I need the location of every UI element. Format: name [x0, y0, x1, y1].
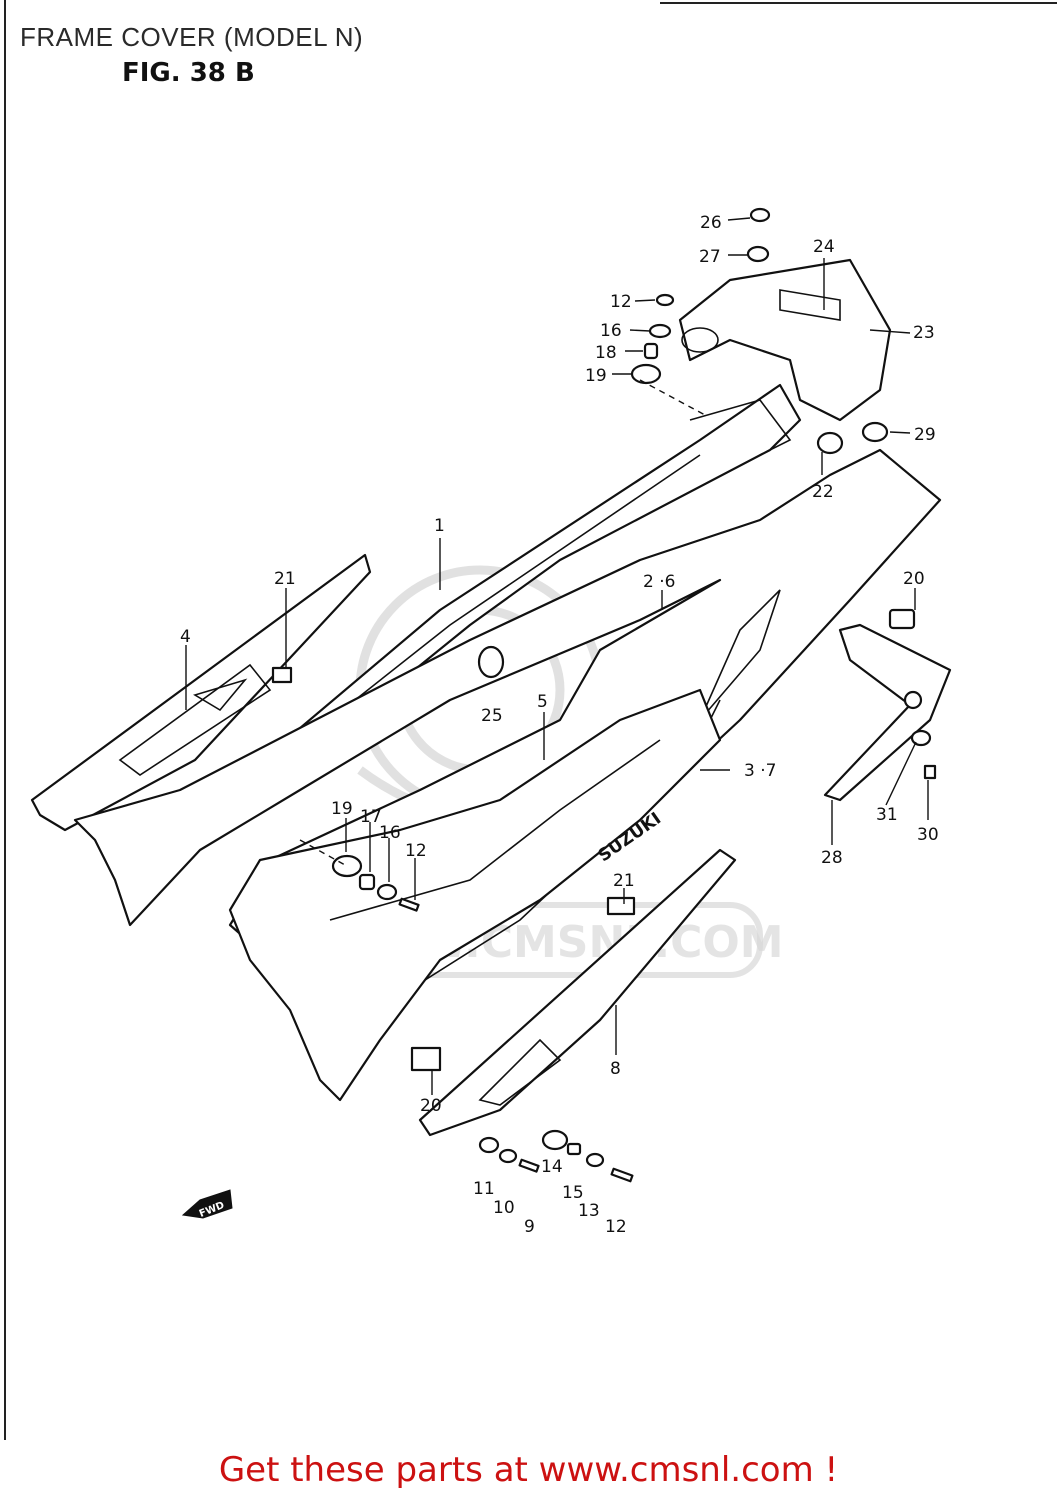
callout-23: 23 — [913, 323, 935, 343]
get-parts-link[interactable]: Get these parts at www.cmsnl.com ! — [218, 1450, 839, 1490]
callout-9: 9 — [524, 1217, 535, 1237]
part-lower-panel-8 — [410, 848, 737, 1137]
callout-5: 5 — [537, 692, 548, 712]
leader-lines — [185, 217, 929, 1095]
part-tail-cover-23 — [678, 258, 892, 422]
part-rear-bracket-28 — [823, 623, 952, 802]
assembly-line-front — [299, 839, 346, 866]
callout-24: 24 — [813, 237, 835, 257]
callout-27: 27 — [699, 247, 721, 267]
page-title: FRAME COVER (MODEL N) — [20, 22, 364, 52]
callout-3-7: 3 ·7 — [744, 761, 776, 781]
callout-25: 25 — [481, 706, 503, 726]
callout-15: 15 — [562, 1183, 584, 1203]
figure-number: FIG. 38 B — [122, 58, 255, 88]
hardware — [331, 207, 937, 1183]
forward-arrow-icon: FWD — [181, 1189, 233, 1220]
callout-31: 31 — [876, 805, 898, 825]
assembly-line-rear — [639, 379, 706, 416]
callout-18: 18 — [595, 343, 617, 363]
callout-10: 10 — [493, 1198, 515, 1218]
callout-1: 1 — [434, 516, 445, 536]
callout-11: 11 — [473, 1179, 495, 1199]
callout-29: 29 — [914, 425, 936, 445]
callout-17: 17 — [360, 807, 382, 827]
callout-8: 8 — [610, 1059, 621, 1079]
callout-12-bottom: 12 — [605, 1217, 627, 1237]
callout-2-6: 2 ·6 — [643, 572, 675, 592]
callout-16-left: 16 — [379, 823, 401, 843]
callout-19-left: 19 — [331, 799, 353, 819]
top-border — [660, 2, 1057, 4]
callout-13: 13 — [578, 1201, 600, 1221]
callout-26: 26 — [700, 213, 722, 233]
callouts: 26 27 24 12 16 18 19 23 29 22 1 21 2 ·6 … — [180, 213, 939, 1237]
callout-12-top: 12 — [610, 292, 632, 312]
callout-19-top: 19 — [585, 366, 607, 386]
callout-22: 22 — [812, 482, 834, 502]
left-border — [4, 0, 6, 1440]
callout-21-bottom: 21 — [613, 871, 635, 891]
callout-28: 28 — [821, 848, 843, 868]
callout-14: 14 — [541, 1157, 563, 1177]
callout-30: 30 — [917, 825, 939, 845]
callout-12-left: 12 — [405, 841, 427, 861]
callout-20-bottom: 20 — [420, 1096, 442, 1116]
callout-4: 4 — [180, 627, 191, 647]
callout-20-right: 20 — [903, 569, 925, 589]
callout-16-top: 16 — [600, 321, 622, 341]
callout-21-top: 21 — [274, 569, 296, 589]
